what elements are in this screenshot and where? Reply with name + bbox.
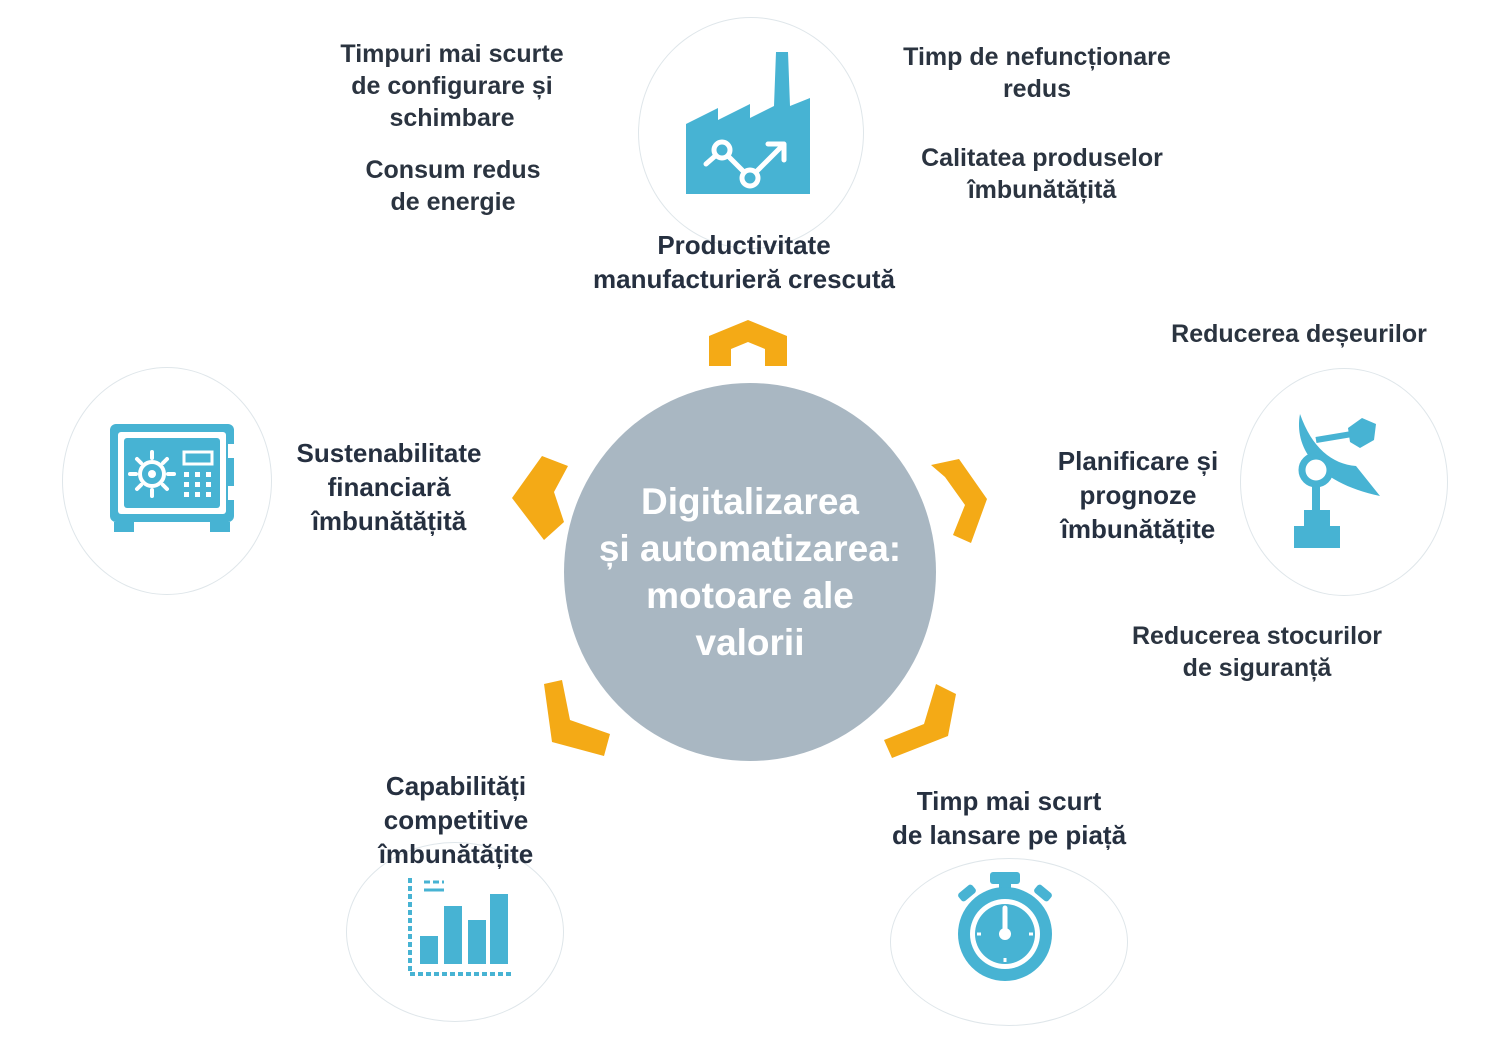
center-title: Digitalizarea și automatizarea: motoare …: [598, 481, 902, 663]
safe-icon: [110, 424, 234, 532]
benefit-quality: Calitatea produselor îmbunătățită: [921, 144, 1163, 204]
time-to-market-title: Timp mai scurt de lansare pe piață: [891, 786, 1127, 850]
productivity-ring: [638, 17, 864, 249]
benefit-safety-stock: Reducerea stocurilor de siguranță: [1131, 622, 1383, 682]
benefit-downtime: Timp de nefuncționare redus: [903, 43, 1171, 103]
planning-title: Planificare și prognoze îmbunătățite: [1057, 446, 1219, 544]
satellite-dish-icon: [1294, 414, 1380, 548]
benefit-energy: Consum redus de energie: [365, 156, 541, 216]
financial-title: Sustenabilitate financiară îmbunătățită: [296, 438, 482, 536]
chevron-right-icon: [931, 459, 987, 543]
chevron-bottom-left-icon: [544, 680, 610, 756]
competitive-ring: [346, 842, 564, 1022]
chevron-bottom-right-icon: [884, 684, 956, 758]
productivity-title: Productivitate manufacturieră crescută: [592, 230, 896, 294]
chevron-left-icon: [512, 456, 568, 540]
factory-icon: [686, 52, 810, 194]
chevron-top-icon: [709, 320, 787, 366]
time-to-market-ring: [890, 858, 1128, 1026]
benefit-waste: Reducerea deșeurilor: [1171, 320, 1427, 348]
competitive-title: Capabilități competitive îmbunătățite: [378, 771, 534, 869]
bar-chart-icon: [408, 878, 512, 976]
stopwatch-icon: [958, 872, 1052, 981]
benefit-setup-time: Timpuri mai scurte de configurare și sch…: [340, 40, 564, 132]
planning-ring: [1240, 368, 1448, 596]
financial-ring: [62, 367, 272, 595]
center-circle: Digitalizarea și automatizarea: motoare …: [564, 383, 936, 761]
